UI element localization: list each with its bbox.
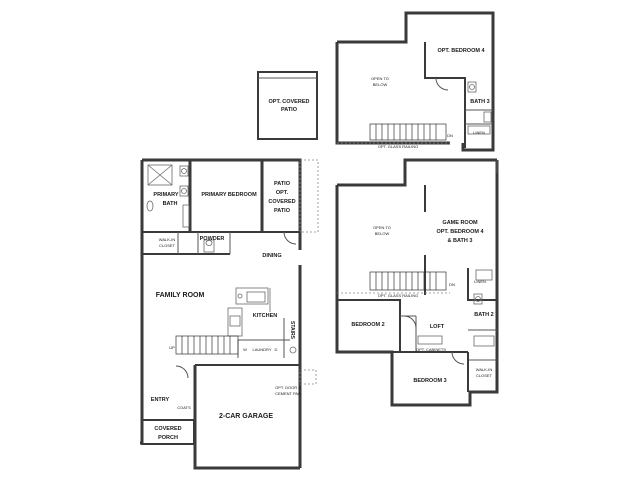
label-dn-top: DN [447, 133, 453, 138]
stairs-upper [369, 271, 447, 291]
label-opt-bedroom-4: OPT. BEDROOM 4 [437, 48, 485, 54]
label-w: W [243, 347, 247, 352]
label-opt-cabinets: OPT. CABINETS [416, 347, 446, 352]
label-dn-bottom: DN [449, 282, 455, 287]
label-kitchen: KITCHEN [253, 313, 277, 319]
label-open-to-below-3: OPEN TO [373, 225, 391, 230]
label-opt-covered-patio-1: OPT. COVERED [269, 99, 310, 105]
upper-floor-option-plan: OPEN TO BELOW OPT. BEDROOM 4 BATH 3 LINE… [335, 11, 495, 152]
label-up: UP [169, 345, 175, 350]
opt-covered-patio-plan: OPT. COVERED PATIO [257, 71, 318, 140]
label-game-room-3: & BATH 3 [448, 238, 473, 244]
stairs-upper-option [369, 123, 447, 141]
stairs-main [175, 335, 239, 355]
label-bedroom-2: BEDROOM 2 [351, 322, 384, 328]
label-opt-railing-bottom: OPT. GLASS RAILING [378, 293, 418, 298]
label-loft: LOFT [430, 324, 445, 330]
label-opt-covered-patio-2: PATIO [281, 107, 298, 113]
label-bedroom-3: BEDROOM 3 [413, 378, 446, 384]
label-opt-door-2: CEMENT PAD [275, 391, 301, 396]
label-dining: DINING [262, 253, 281, 259]
label-linen-top: LINEN [473, 130, 485, 135]
label-open-to-below-2: BELOW [373, 82, 388, 87]
label-walk-in-closet-3: WALK-IN [476, 367, 493, 372]
label-walk-in-closet-1: WALK-IN [159, 237, 176, 242]
label-opt-railing-top: OPT. GLASS RAILING [378, 144, 418, 149]
label-garage: 2-CAR GARAGE [219, 413, 273, 420]
label-linen-bottom: LINEN [474, 279, 486, 284]
label-covered-porch-1: COVERED [154, 426, 181, 432]
label-entry: ENTRY [151, 397, 170, 403]
label-bath-3: BATH 3 [470, 99, 489, 105]
upper-floor-plan: OPEN TO BELOW GAME ROOM OPT. BEDROOM 4 &… [335, 158, 499, 407]
label-walk-in-closet-4: CLOSET [476, 373, 493, 378]
label-patio-3: COVERED [268, 199, 295, 205]
label-primary-bath-1: PRIMARY [153, 192, 178, 198]
main-floor-plan: PRIMARY BEDROOM PRIMARY BATH PATIO OPT. … [140, 158, 319, 470]
label-patio-2: OPT. [276, 190, 289, 196]
label-family-room: FAMILY ROOM [156, 292, 205, 299]
label-game-room-1: GAME ROOM [442, 220, 478, 226]
label-patio-4: PATIO [274, 208, 291, 214]
label-open-to-below-4: BELOW [375, 231, 390, 236]
label-open-to-below-1: OPEN TO [371, 76, 389, 81]
label-bath-2: BATH 2 [474, 312, 493, 318]
label-laundry: LAUNDRY [252, 347, 271, 352]
label-covered-porch-2: PORCH [158, 435, 178, 441]
label-primary-bedroom: PRIMARY BEDROOM [201, 192, 257, 198]
label-patio-1: PATIO [274, 181, 291, 187]
label-game-room-2: OPT. BEDROOM 4 [436, 229, 484, 235]
label-stairs: STAIRS [289, 321, 295, 340]
label-powder: POWDER [200, 236, 225, 242]
label-coats: COATS [177, 405, 191, 410]
label-opt-door-1: OPT. DOOR & [275, 385, 301, 390]
label-walk-in-closet-2: CLOSET [159, 243, 176, 248]
label-primary-bath-2: BATH [163, 201, 178, 207]
label-d: D [275, 347, 278, 352]
